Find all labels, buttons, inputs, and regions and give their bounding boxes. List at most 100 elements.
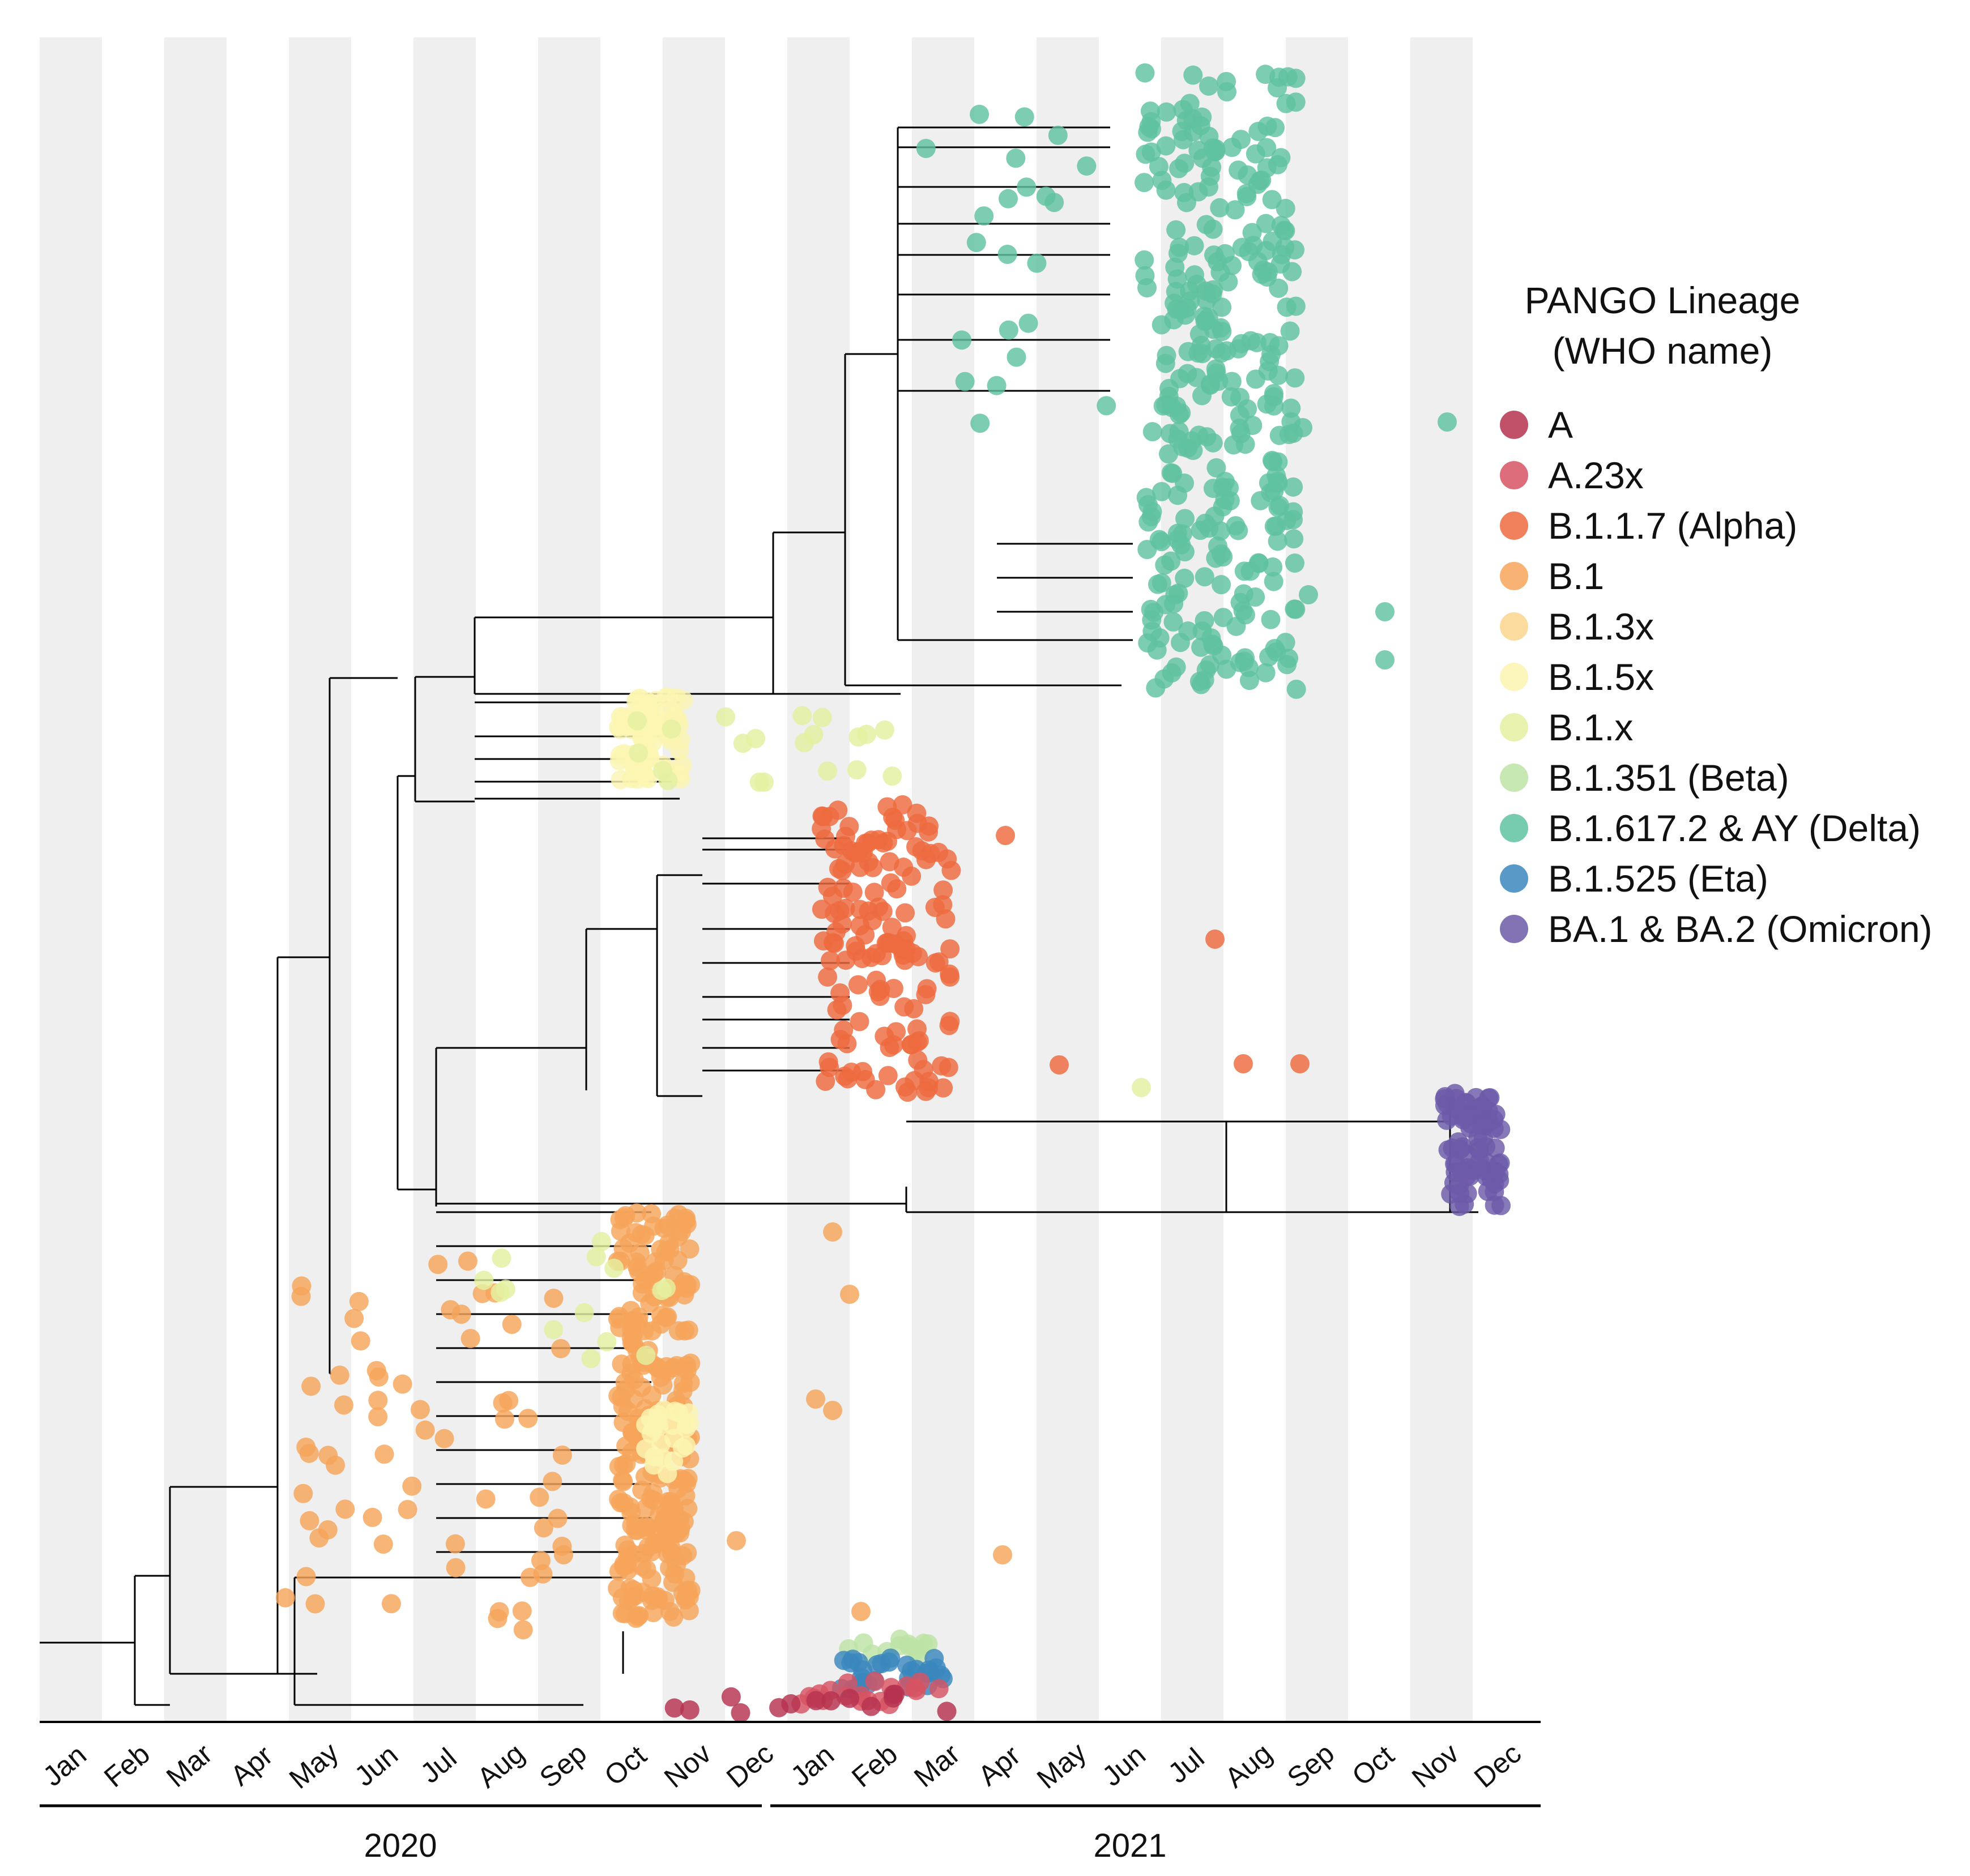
tip-point xyxy=(368,1407,388,1427)
tip-point xyxy=(940,939,960,959)
tip-point xyxy=(781,1694,801,1714)
month-tick-label: Mar xyxy=(160,1738,218,1793)
tip-point xyxy=(848,975,868,995)
month-tick-label: Jan xyxy=(784,1739,840,1793)
tip-point xyxy=(627,711,647,731)
month-band xyxy=(1286,37,1348,1722)
tip-point xyxy=(664,1607,684,1627)
tip-point xyxy=(1170,237,1189,257)
tip-point xyxy=(656,687,676,707)
tip-point xyxy=(611,1221,630,1241)
tip-point xyxy=(1285,553,1304,573)
tip-point xyxy=(996,826,1015,845)
tip-point xyxy=(1222,138,1242,157)
tip-point xyxy=(613,1472,633,1491)
tip-point xyxy=(910,1672,930,1692)
tip-point xyxy=(1163,612,1183,632)
tip-point xyxy=(1243,236,1263,255)
tip-point xyxy=(1077,156,1097,176)
tip-point xyxy=(833,879,853,898)
tip-point xyxy=(1174,182,1194,202)
tip-point xyxy=(1285,240,1305,260)
tip-point xyxy=(1476,1137,1495,1157)
tip-point xyxy=(716,707,736,727)
tip-point xyxy=(1268,531,1287,551)
tip-point xyxy=(1211,318,1231,338)
legend-swatch xyxy=(1500,511,1528,540)
tip-point xyxy=(894,997,914,1017)
tip-point xyxy=(1205,506,1225,526)
tip-point xyxy=(835,898,855,918)
tip-point xyxy=(1157,102,1176,122)
tip-point xyxy=(1027,253,1047,273)
tip-point xyxy=(1148,574,1167,594)
tip-point xyxy=(974,206,994,226)
legend-swatch xyxy=(1500,864,1528,893)
tip-point xyxy=(804,724,824,744)
tip-point xyxy=(815,829,835,849)
tip-point xyxy=(1195,567,1214,587)
tip-point xyxy=(637,1559,656,1579)
tip-point xyxy=(318,1520,338,1540)
tip-point xyxy=(1247,332,1267,352)
tip-point xyxy=(861,948,881,967)
tip-point xyxy=(834,835,854,855)
tip-point xyxy=(1276,221,1295,241)
tip-point xyxy=(1206,141,1226,161)
month-tick-label: Dec xyxy=(720,1737,779,1794)
tip-point xyxy=(866,1080,886,1099)
tip-point xyxy=(1203,634,1223,654)
tip-point xyxy=(659,1558,679,1577)
tip-point xyxy=(656,1308,676,1328)
tip-point xyxy=(914,1060,933,1080)
tip-point xyxy=(848,1653,868,1673)
tip-point xyxy=(626,1608,646,1628)
tip-point xyxy=(1168,485,1188,505)
tip-point xyxy=(1137,540,1157,560)
tip-point xyxy=(1200,374,1220,394)
tip-point xyxy=(349,1291,369,1311)
tip-point xyxy=(1144,602,1164,622)
tip-point xyxy=(613,1413,633,1432)
tip-point xyxy=(581,1349,601,1368)
tip-point xyxy=(1256,663,1276,683)
tip-point xyxy=(658,771,678,791)
legend-entry-label: B.1.x xyxy=(1548,706,1633,748)
tip-point xyxy=(1217,341,1236,361)
tip-point xyxy=(1215,244,1235,263)
tip-point xyxy=(749,772,769,792)
tip-point xyxy=(1268,452,1288,472)
tip-point xyxy=(518,1409,538,1429)
tip-point xyxy=(1170,633,1190,653)
month-tick-label: May xyxy=(1031,1736,1092,1795)
tip-point xyxy=(1166,220,1186,240)
tip-point xyxy=(643,1483,663,1503)
month-band xyxy=(538,37,600,1722)
tip-point xyxy=(1018,313,1038,333)
tip-point xyxy=(855,925,875,945)
tip-point xyxy=(1163,463,1183,483)
tip-point xyxy=(932,1056,952,1076)
tip-point xyxy=(1286,679,1306,699)
tip-point xyxy=(907,803,927,823)
tip-point xyxy=(551,1338,571,1358)
tip-point xyxy=(1452,1162,1472,1182)
tip-point xyxy=(839,817,859,837)
tip-point xyxy=(368,1391,388,1410)
tip-point xyxy=(460,1329,480,1349)
tip-point xyxy=(493,1393,513,1413)
tip-point xyxy=(614,744,634,764)
tip-point xyxy=(933,1078,953,1098)
tip-point xyxy=(865,1672,885,1691)
tip-point xyxy=(871,979,890,999)
tip-point xyxy=(1184,236,1204,255)
tip-point xyxy=(1205,930,1225,949)
tip-point xyxy=(381,1594,401,1614)
tip-point xyxy=(1167,396,1187,416)
tip-point xyxy=(1132,1078,1151,1097)
month-tick-label: Aug xyxy=(471,1737,530,1794)
tip-point xyxy=(301,1376,321,1396)
tip-point xyxy=(941,860,961,880)
tip-point xyxy=(821,1691,841,1711)
